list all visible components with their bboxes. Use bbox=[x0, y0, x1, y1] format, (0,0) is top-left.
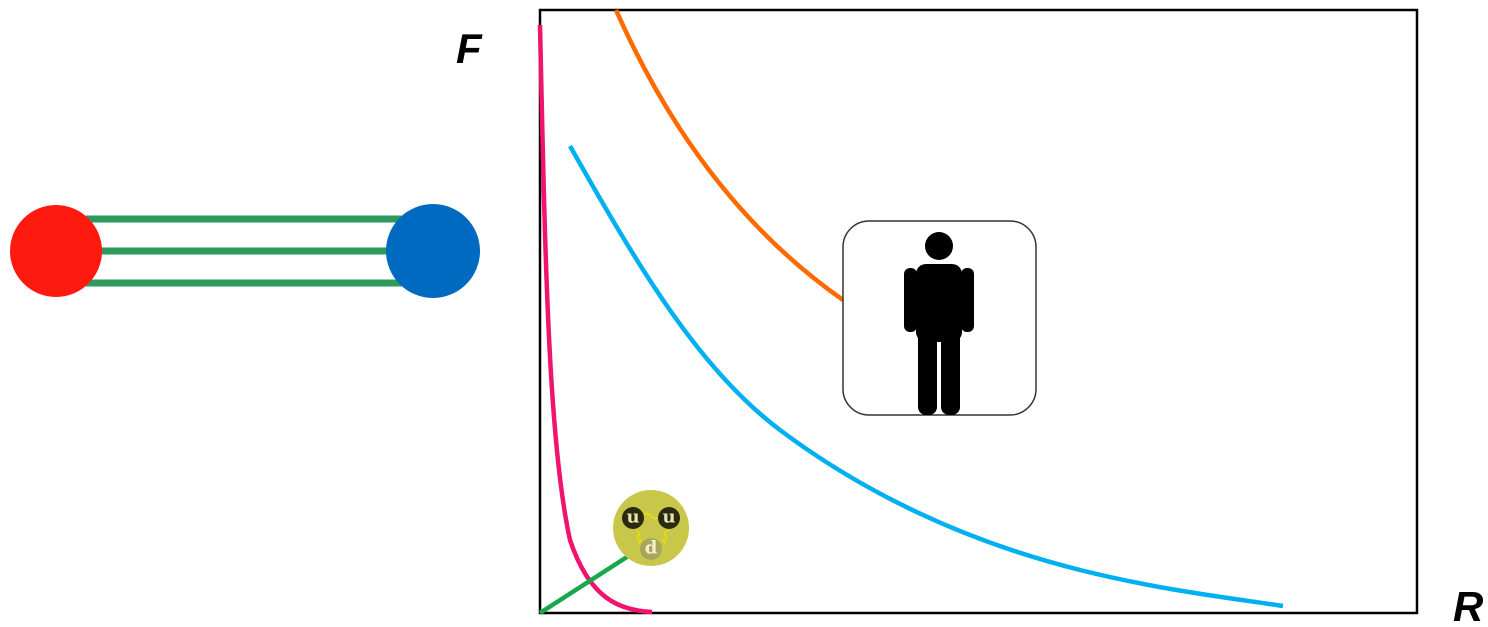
x-axis-label: R bbox=[1453, 583, 1484, 627]
quark-up-2-label: u bbox=[662, 507, 675, 528]
proton-icon: u u d bbox=[613, 490, 689, 566]
triple-bond-molecule bbox=[10, 204, 480, 298]
human-icon-box bbox=[843, 221, 1036, 415]
quark-down-label: d bbox=[645, 538, 658, 559]
right-atom bbox=[386, 204, 480, 298]
quark-up-1-label: u bbox=[626, 507, 639, 528]
orange-force-curve bbox=[616, 10, 843, 300]
left-atom bbox=[10, 205, 102, 297]
y-axis-label: F bbox=[456, 25, 483, 72]
